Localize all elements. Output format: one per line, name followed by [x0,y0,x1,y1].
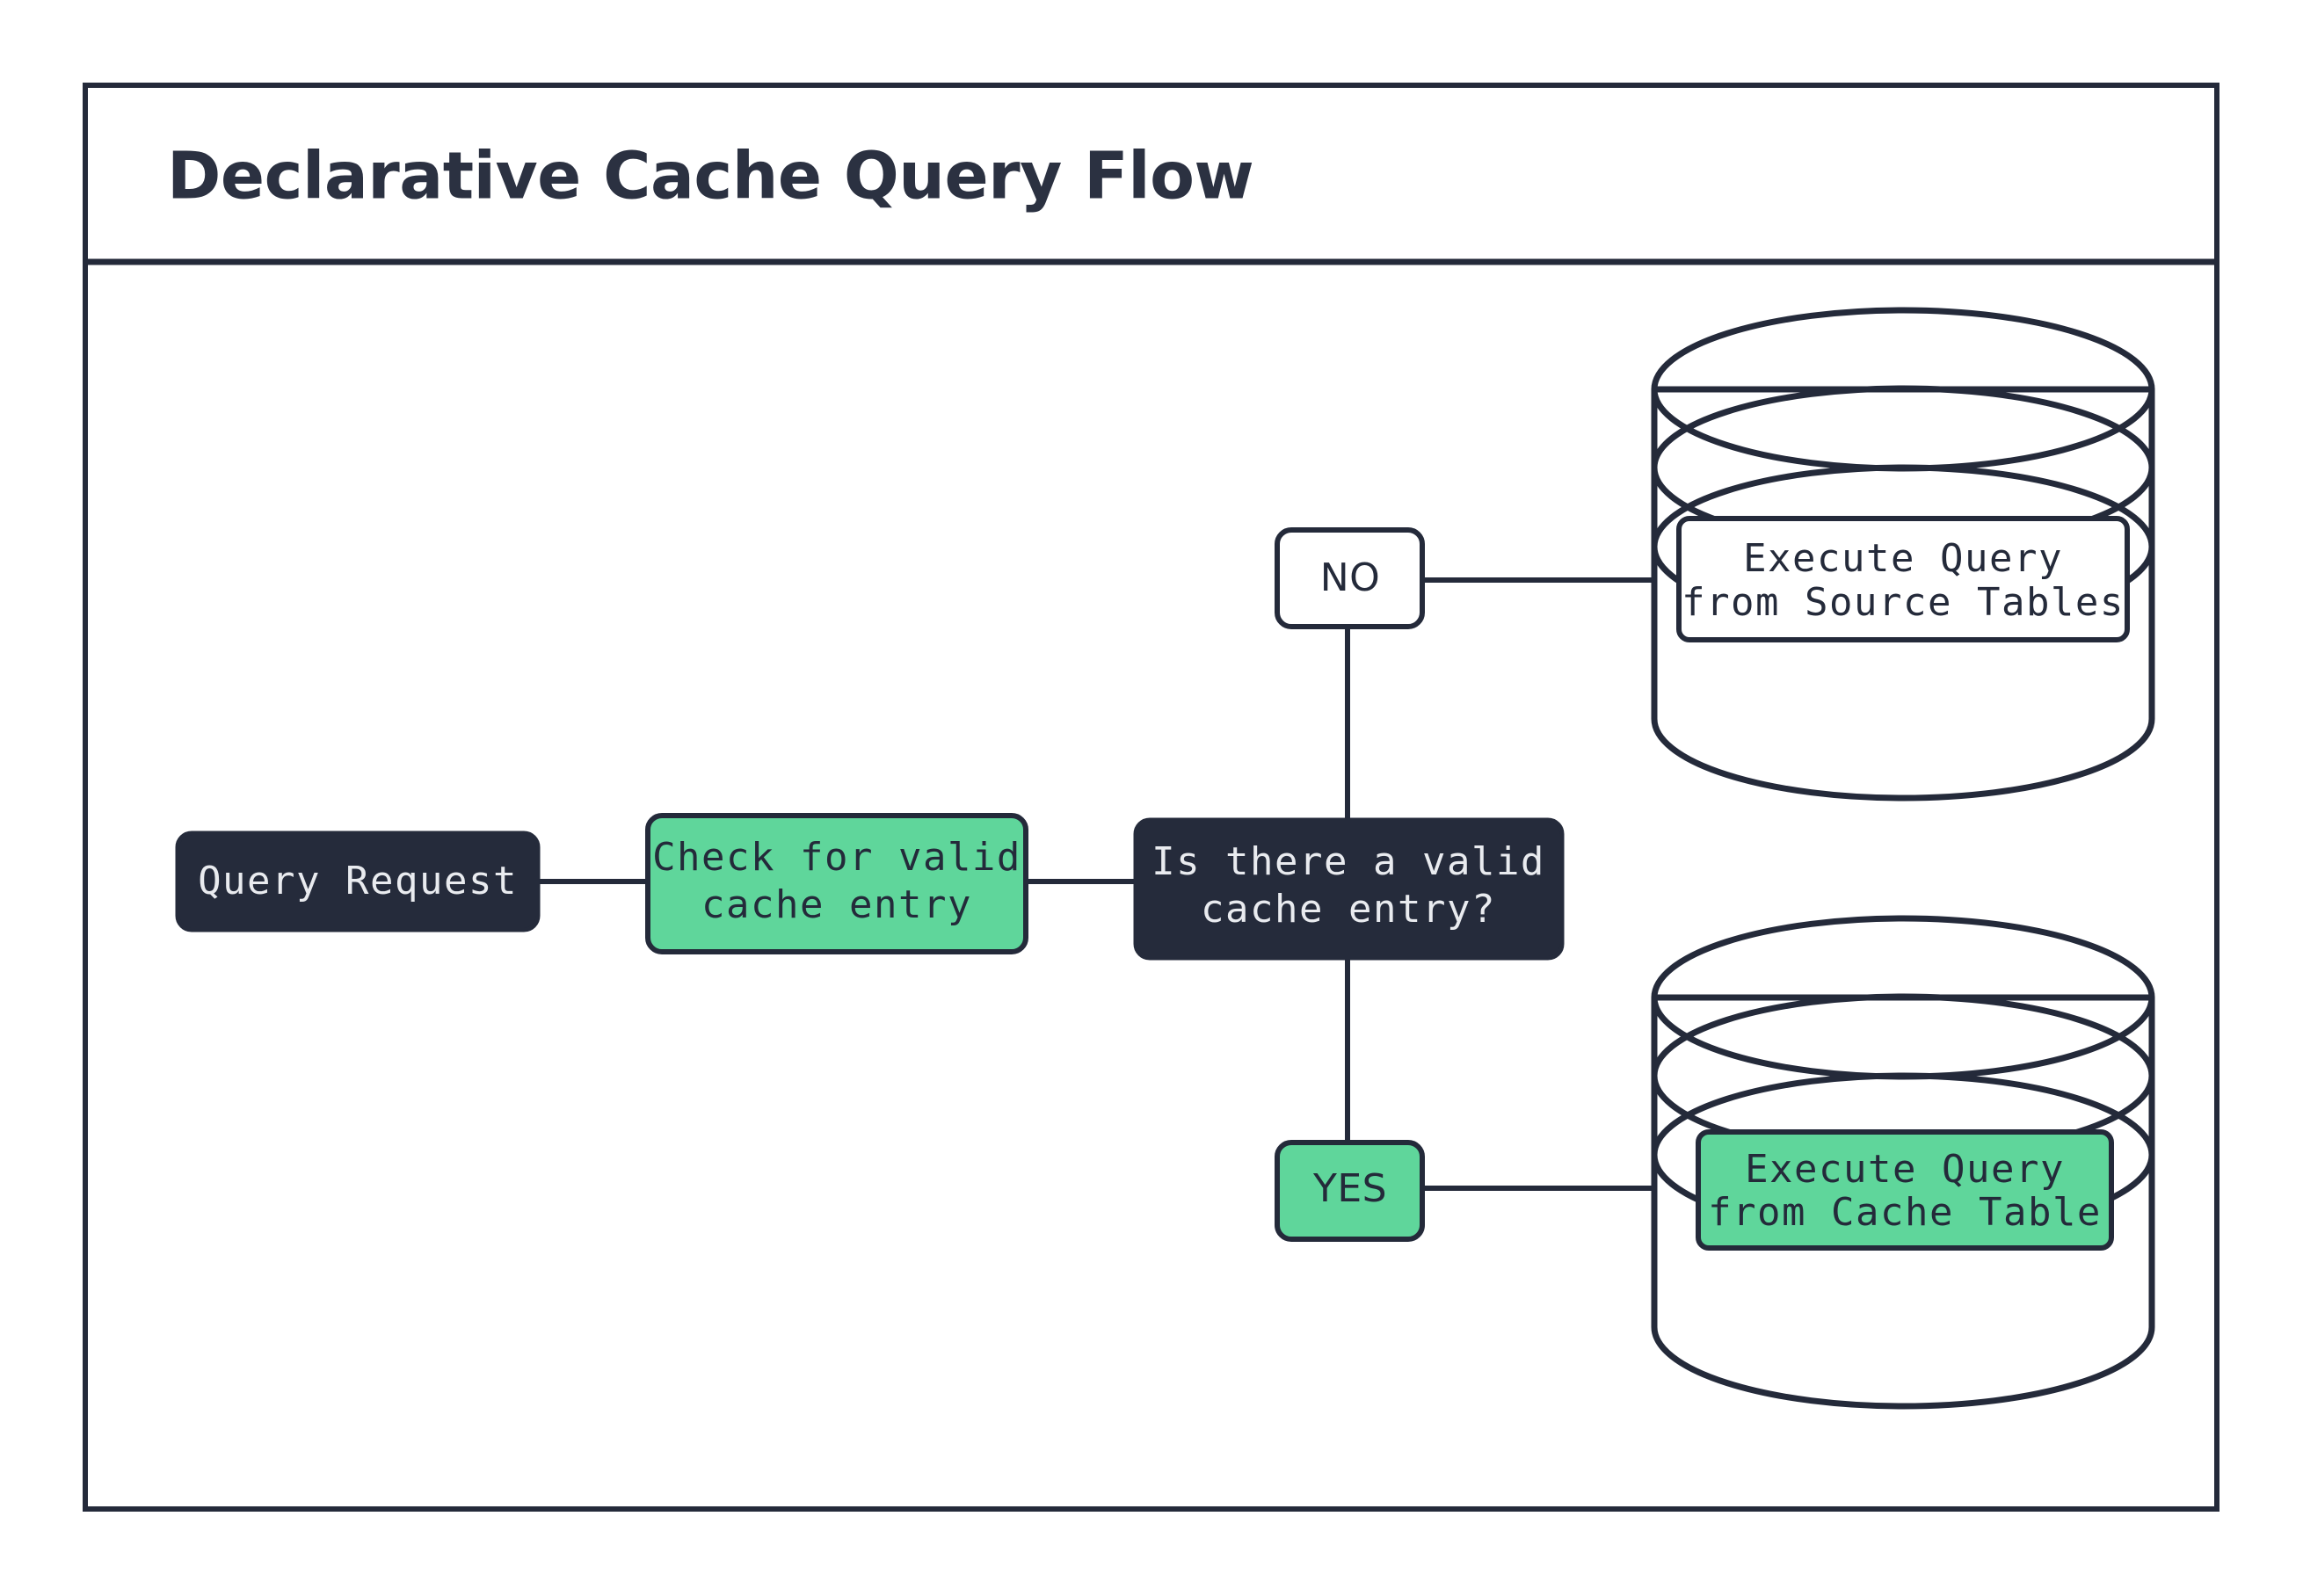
source-db-disk-1 [1651,307,2155,472]
no-label-rect[interactable] [1275,527,1425,629]
decision-label-line1: Is there a valid [1152,839,1545,884]
cache-db-label-line2: from Cache Table [1708,1190,2102,1235]
cache-db-label-line1: Execute Query [1745,1147,2065,1192]
query-request-rect[interactable] [175,831,541,932]
check-cache-label-line2: cache entry [701,882,972,927]
node-check-cache-entry[interactable]: Check for valid cache entry [645,813,1028,954]
check-cache-rect[interactable] [645,813,1028,954]
source-db-label-rect [1676,516,2130,642]
decision-rect[interactable] [1133,817,1565,961]
yes-label-rect[interactable] [1275,1140,1425,1242]
node-decision-valid-cache[interactable]: Is there a valid cache entry? [1133,817,1565,961]
cache-db-disk-1 [1651,915,2155,1080]
diagram-frame [83,83,2219,1512]
cache-db-label-rect [1696,1129,2114,1251]
branch-label-yes[interactable]: YES [1275,1140,1425,1242]
no-label-text: NO [1320,555,1381,600]
page-title: Declarative Cache Query Flow [167,139,1253,214]
source-db-label-box: Execute Query from Source Tables [1676,516,2130,642]
cache-db-label-box: Execute Query from Cache Table [1696,1129,2114,1251]
query-request-label: Query Request [198,859,518,903]
source-db-label-line1: Execute Query [1743,536,2063,581]
branch-label-no[interactable]: NO [1275,527,1425,629]
node-query-request[interactable]: Query Request [175,831,541,932]
decision-label-line2: cache entry? [1201,887,1496,932]
check-cache-label-line1: Check for valid [652,835,1021,880]
source-db-label-line2: from Source Tables [1682,580,2125,625]
yes-label-text: YES [1312,1166,1387,1211]
